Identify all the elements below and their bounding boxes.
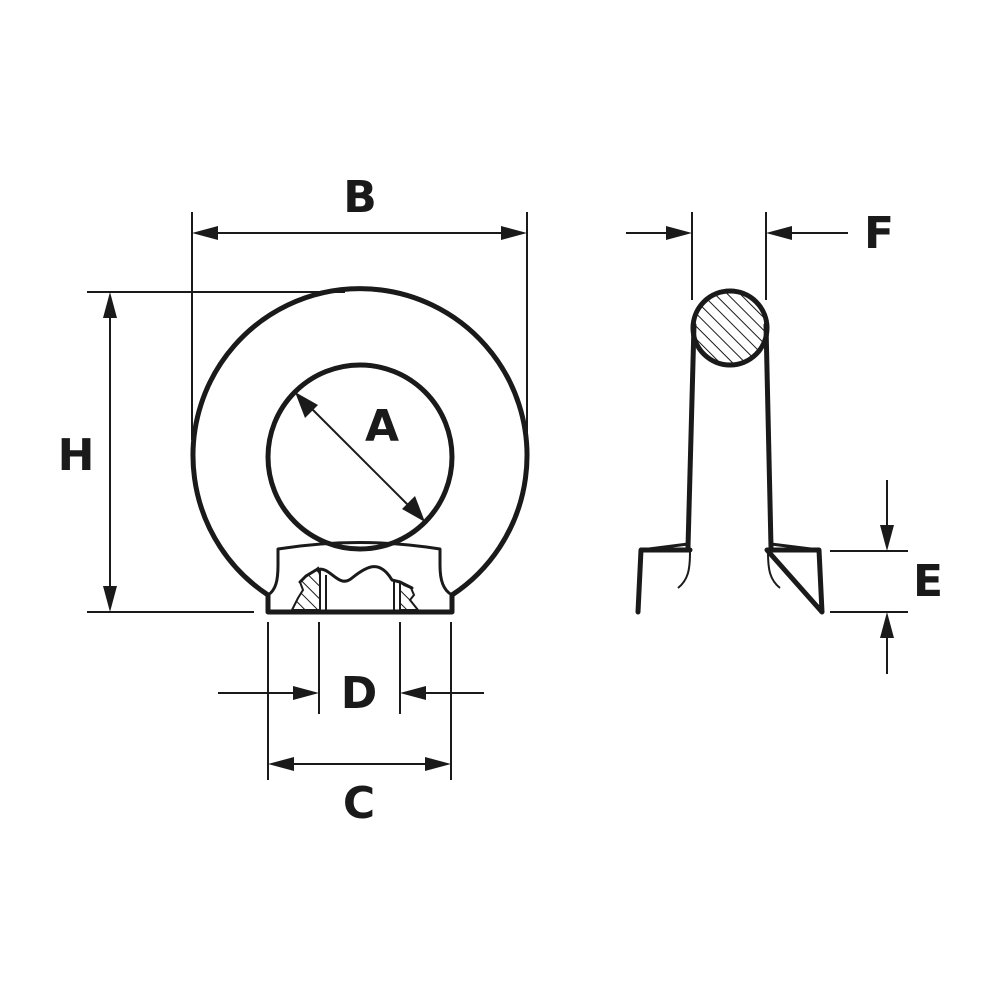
side-fillet-right: [767, 551, 781, 589]
dimension-d: [218, 622, 484, 714]
ring-cross-section: [690, 288, 770, 368]
arrow-b-right: [501, 226, 527, 240]
arrow-e-bottom: [880, 612, 894, 638]
arrow-d-left: [293, 686, 319, 700]
side-flange-chamfer: [639, 542, 821, 552]
arrow-a-lower: [402, 496, 425, 522]
arrow-e-top: [880, 525, 894, 551]
arrow-h-top: [103, 292, 117, 318]
collar-outline: [266, 541, 454, 597]
dimension-f: [626, 212, 848, 300]
dimension-c: [267, 622, 452, 780]
dimension-e: [830, 480, 908, 674]
label-d: D: [341, 668, 378, 719]
arrow-a-upper: [295, 392, 318, 418]
label-a: A: [365, 401, 399, 452]
side-shank: [685, 322, 774, 550]
eye-outer-contour: [190, 286, 530, 615]
label-f: F: [864, 208, 894, 259]
eye-inner-hole: [265, 362, 455, 552]
side-base-flange: [635, 547, 825, 615]
arrow-d-right: [400, 686, 426, 700]
arrow-h-bottom: [103, 586, 117, 612]
arrow-b-left: [192, 226, 218, 240]
dimension-h: [87, 291, 345, 613]
front-view: [190, 286, 530, 615]
label-e: E: [913, 556, 943, 607]
side-fillet-left: [677, 551, 691, 589]
dimension-b: [191, 212, 528, 440]
side-view: [635, 288, 825, 615]
arrow-f-left: [666, 226, 692, 240]
label-b: B: [343, 172, 377, 223]
arrow-c-right: [425, 757, 451, 771]
bore-profile: [298, 565, 414, 590]
dimension-a: [295, 392, 425, 522]
arrow-f-right: [766, 226, 792, 240]
label-h: H: [58, 430, 95, 481]
dimensions: [87, 212, 908, 780]
arrow-c-left: [268, 757, 294, 771]
label-c: C: [343, 778, 375, 829]
